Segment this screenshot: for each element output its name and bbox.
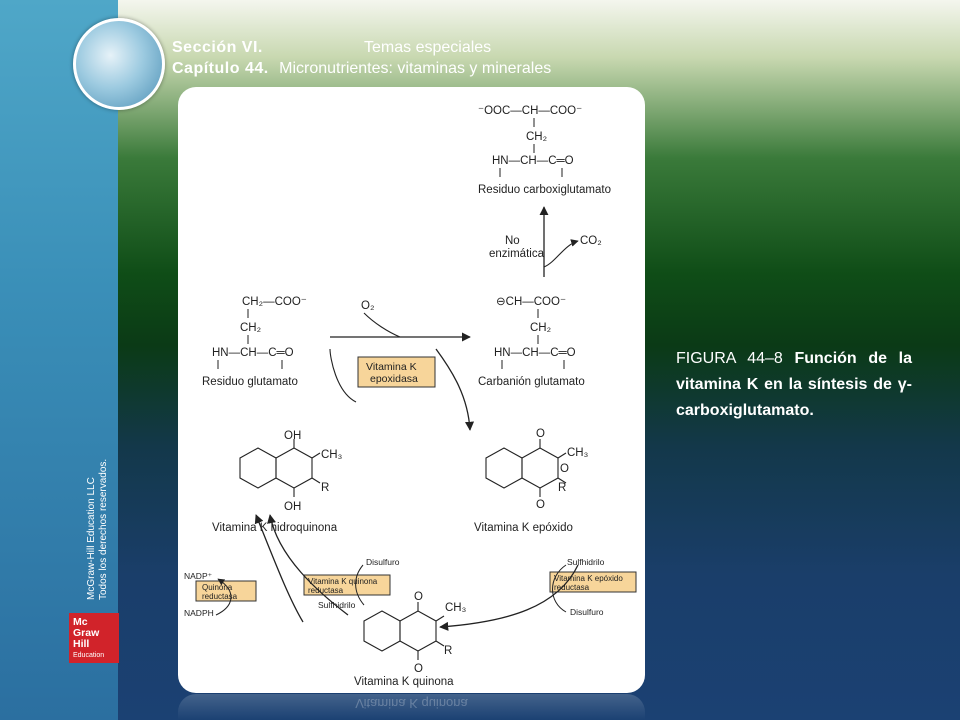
- vitamin-k-cycle-diagram: ⁻OOC—CH—COO⁻ CH₂ HN—CH—C═O Residuo carbo…: [184, 105, 637, 688]
- carboxy-backbone: HN—CH—C═O: [492, 155, 574, 167]
- hq-label: Vitamina K hidroquinona: [212, 522, 338, 534]
- disulfuro-right: Disulfuro: [570, 607, 604, 617]
- carboxy-top: ⁻OOC—CH—COO⁻: [478, 105, 582, 117]
- epoxidase-2: epoxidasa: [370, 373, 418, 385]
- glu-backbone: HN—CH—C═O: [212, 347, 294, 359]
- o2-label: O₂: [361, 300, 374, 312]
- ep-label: Vitamina K epóxido: [474, 522, 573, 534]
- ep-o-ring: O: [560, 463, 569, 475]
- panel-reflection: Vitamina K quinona: [178, 694, 645, 720]
- no-enzymatic-1: No: [505, 235, 520, 247]
- chapter-title: Micronutrientes: vitaminas y minerales: [279, 60, 552, 77]
- ep-o-bottom: O: [536, 499, 545, 511]
- epoxide-reductase-1: Vitamina K epóxido: [554, 574, 623, 583]
- co2-label: CO₂: [580, 235, 602, 247]
- sulfhidrilo-left: Sulfhidrilo: [318, 600, 356, 610]
- hq-r: R: [321, 482, 329, 494]
- nadph-label: NADPH: [184, 608, 214, 618]
- epoxidase-box: [357, 356, 436, 388]
- figure-caption: FIGURA 44–8 Función de la vitamina K en …: [676, 346, 912, 424]
- copyright-line-2: Todos los derechos reservados.: [98, 458, 109, 600]
- copyright-line-1: McGraw-Hill Education LLC: [86, 477, 97, 600]
- disulfuro-left: Disulfuro: [366, 557, 400, 567]
- quin-label: Vitamina K quinona: [354, 676, 454, 688]
- section-title: Temas especiales: [364, 39, 492, 56]
- epoxidase-1: Vitamina K: [366, 361, 417, 373]
- chapter-label: Capítulo 44.: [172, 60, 269, 77]
- copyright-notice: McGraw-Hill Education LLC Todos los dere…: [86, 440, 110, 600]
- mcgraw-hill-logo: Mc Graw Hill Education: [69, 613, 119, 663]
- carbanion-label: Carbanión glutamato: [478, 376, 585, 388]
- section-label: Sección VI.: [172, 39, 263, 56]
- q-reductase-1: Quinona: [202, 583, 233, 592]
- q-reductase-2: reductasa: [202, 592, 238, 601]
- figure-number: FIGURA 44–8: [676, 350, 783, 367]
- quinone-structure: [363, 602, 445, 660]
- carbanion-top: ⊖CH—COO⁻: [496, 296, 566, 308]
- logo-line-3: Hill: [73, 638, 90, 650]
- logo-line-1: Mc: [73, 616, 88, 628]
- carbanion-backbone: HN—CH—C═O: [494, 347, 576, 359]
- logo-line-4: Education: [73, 652, 105, 659]
- quinona-reductase-1: Vitamina K quinona: [308, 577, 378, 586]
- quin-o-bottom: O: [414, 663, 423, 675]
- sidebar: [0, 0, 118, 720]
- no-enzymatic-2: enzimática: [489, 248, 545, 260]
- ep-ch3: CH₃: [567, 447, 589, 459]
- epoxide-structure: [485, 439, 567, 497]
- section-logo-image: [73, 18, 165, 110]
- reflection-text: Vitamina K quinona: [355, 696, 468, 711]
- epoxide-reductase-2: reductasa: [554, 583, 590, 592]
- quin-r: R: [444, 645, 452, 657]
- glu-ch2: CH₂: [240, 322, 261, 334]
- quin-o-top: O: [414, 591, 423, 603]
- ep-o-top: O: [536, 428, 545, 440]
- carboxy-label: Residuo carboxiglutamato: [478, 184, 611, 196]
- carbanion-ch2: CH₂: [530, 322, 551, 334]
- figure-text: Función de la vitamina K en la síntesis …: [676, 350, 912, 419]
- nadp-label: NADP⁺: [184, 571, 213, 581]
- glu-top: CH₂—COO⁻: [242, 296, 307, 308]
- ep-r: R: [558, 482, 566, 494]
- hq-oh-top: OH: [284, 430, 301, 442]
- logo-line-2: Graw: [73, 627, 100, 639]
- quinona-reductase-2: reductasa: [308, 586, 344, 595]
- hq-ch3: CH₃: [321, 449, 343, 461]
- figure-panel: ⁻OOC—CH—COO⁻ CH₂ HN—CH—C═O Residuo carbo…: [178, 87, 645, 693]
- quin-ch3: CH₃: [445, 602, 467, 614]
- quinona-reductase-box: [303, 574, 391, 596]
- hq-oh-bottom: OH: [284, 501, 301, 513]
- q-reductase-box: [195, 580, 257, 602]
- slide-header: Sección VI. Temas especiales Capítulo 44…: [172, 37, 551, 79]
- glu-label: Residuo glutamato: [202, 376, 298, 388]
- carboxy-ch2: CH₂: [526, 131, 547, 143]
- sulfhidrilo-right: Sulfhidrilo: [567, 557, 605, 567]
- hydroquinone-structure: [239, 439, 321, 497]
